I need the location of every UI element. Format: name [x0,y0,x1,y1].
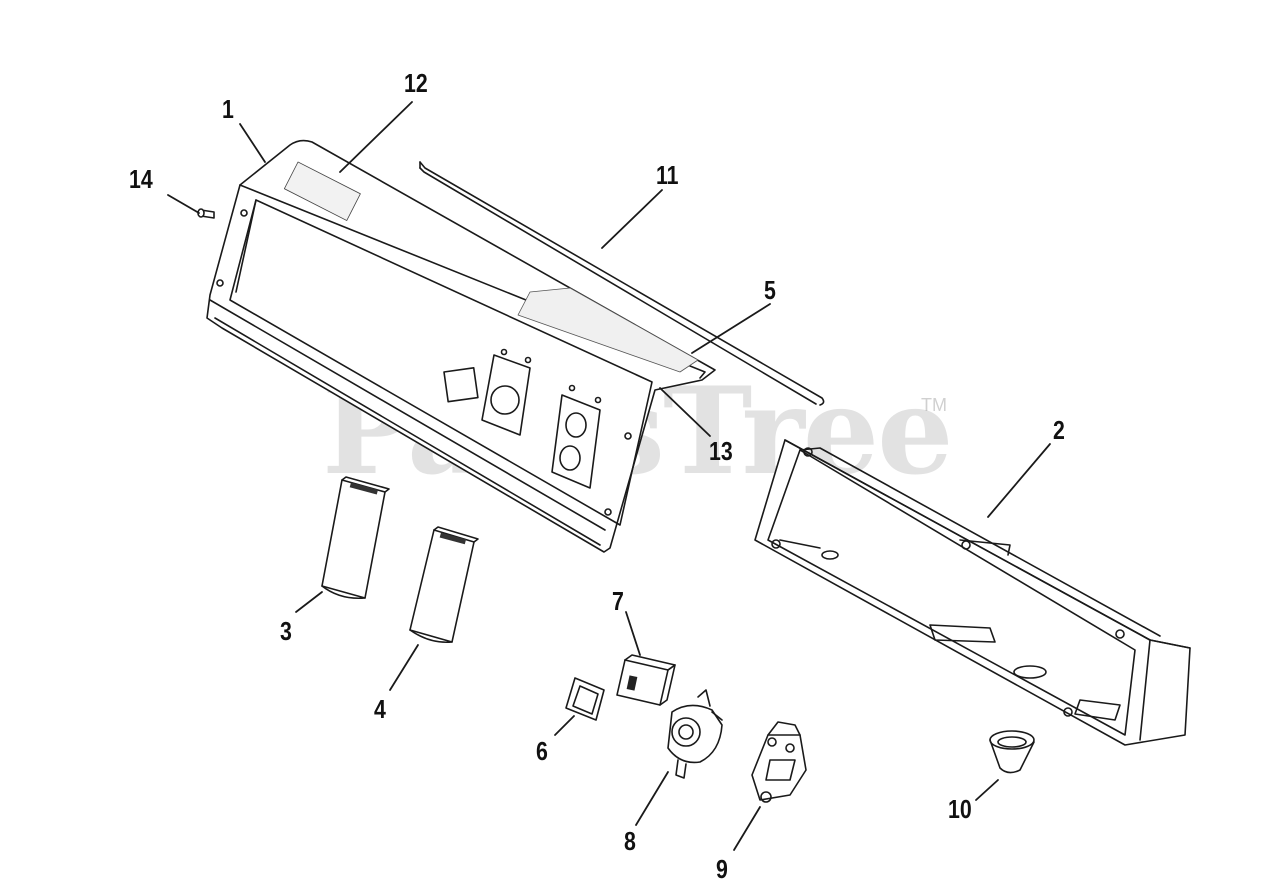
watermark-trademark: TM [921,395,947,415]
leader-lines [167,101,1051,851]
callout-4: 4 [374,694,386,724]
part-1-control-panel [206,139,716,553]
part-8-receptacle [667,689,723,779]
part-7-switch [616,654,676,706]
callout-10: 10 [948,794,972,824]
callout-8: 8 [624,826,636,856]
callout-11: 11 [656,160,679,190]
part-2-base-tray [754,439,1191,746]
callout-7: 7 [612,586,624,616]
callout-9: 9 [716,854,728,884]
callout-3: 3 [280,616,292,646]
callout-1: 1 [222,94,234,124]
callout-14: 14 [129,164,153,194]
part-10-knob [989,730,1035,774]
callout-5: 5 [764,275,776,305]
part-11-rail [419,161,825,406]
part-6-cap [565,677,605,721]
part-3-outlet-cover [321,476,390,600]
part-9-receptacle [751,721,807,803]
part-4-outlet-cover [409,526,479,644]
callout-12: 12 [404,68,428,98]
callout-6: 6 [536,736,548,766]
callout-13: 13 [709,436,733,466]
part-14-screw [197,208,215,219]
callout-2: 2 [1053,415,1065,445]
